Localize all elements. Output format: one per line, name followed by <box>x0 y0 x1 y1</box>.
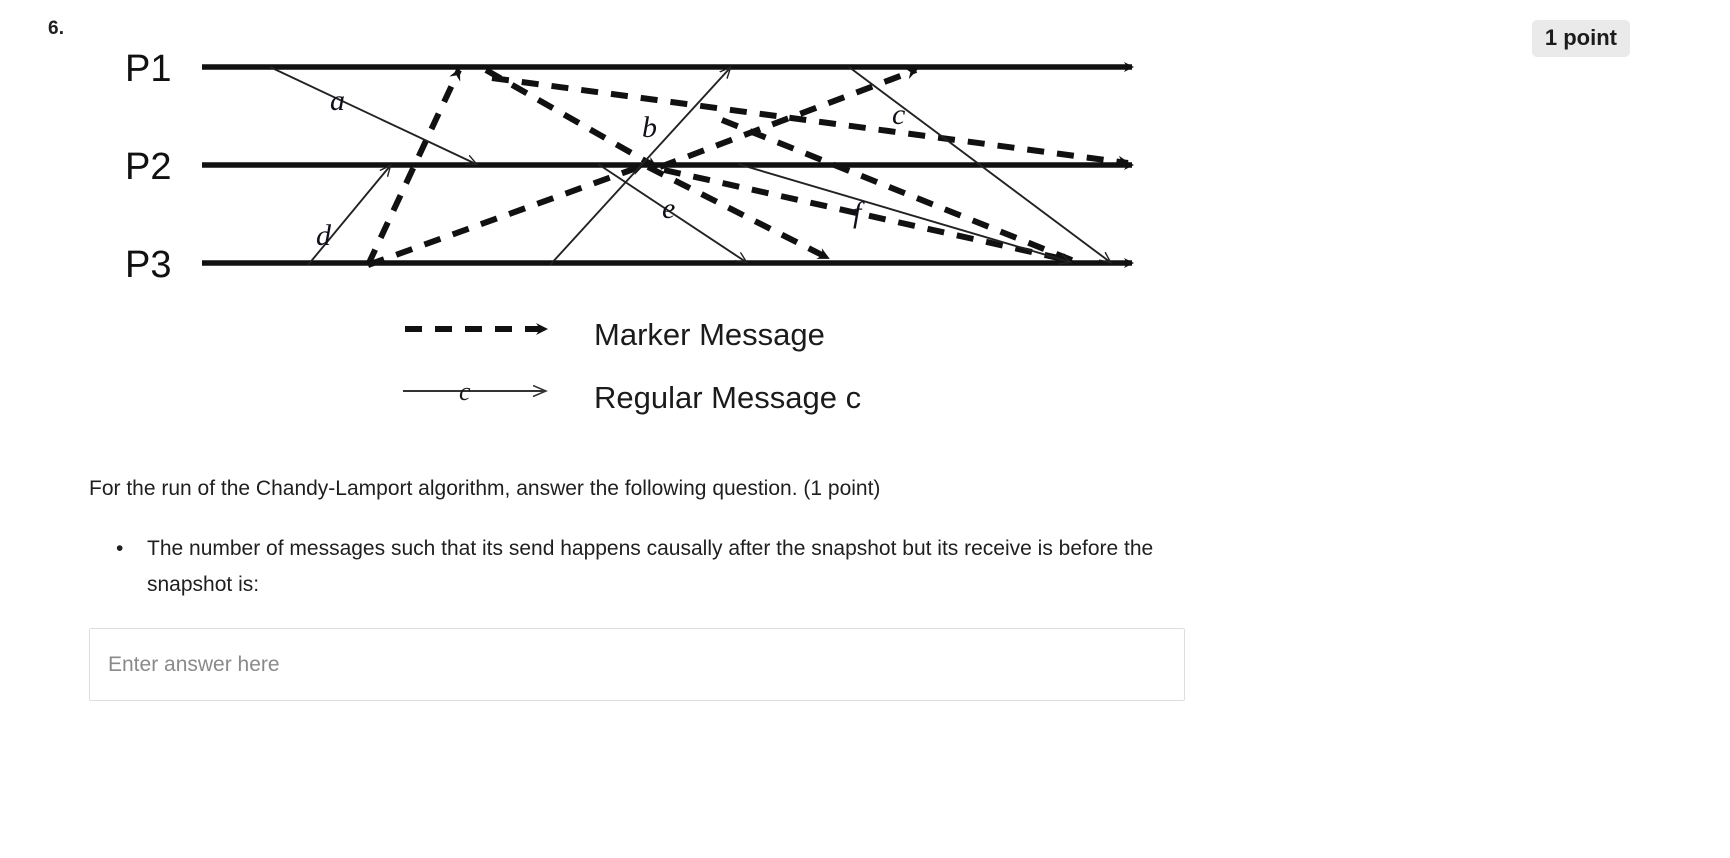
message-label-d: d <box>316 219 332 252</box>
regular-message-c <box>848 66 1110 262</box>
regular-message-e <box>597 163 746 262</box>
question-number: 6. <box>48 18 65 39</box>
marker-message-p2-p1 <box>658 67 918 170</box>
regular-message-b <box>549 68 730 266</box>
points-badge: 1 point <box>1531 20 1630 57</box>
legend-row-marker: Marker Message <box>405 317 825 352</box>
marker-message-p3-p1 <box>365 68 462 267</box>
regular-message-f <box>737 163 1070 262</box>
bullet-dot-icon: • <box>116 537 124 560</box>
process-label-p3: P3 <box>125 244 171 286</box>
marker-message-p3-p2-a <box>366 163 644 268</box>
question-prompt: For the run of the Chandy-Lamport algori… <box>89 477 881 500</box>
message-label-e: e <box>662 192 675 225</box>
marker-message-p1-p3 <box>720 117 1076 264</box>
marker-message-p2-p3-a <box>646 164 830 261</box>
process-label-p2: P2 <box>125 146 171 188</box>
message-label-b: b <box>642 111 657 144</box>
answer-input[interactable] <box>89 628 1185 701</box>
chandy-lamport-diagram: P1 P2 P3 a d b e c f Marker Message <box>0 0 1300 450</box>
bullet-text: The number of messages such that its sen… <box>147 537 1154 597</box>
legend-row-regular: c Regular Message c <box>403 377 861 415</box>
legend: Marker Message c Regular Message c <box>403 317 861 415</box>
process-label-p1: P1 <box>125 48 171 90</box>
question-bullet-list: • The number of messages such that its s… <box>110 531 1185 603</box>
marker-message-group <box>365 67 1130 268</box>
marker-message-p1-p2-a <box>484 67 658 170</box>
marker-message-p1-p2-b <box>491 75 1130 168</box>
legend-label-marker: Marker Message <box>594 317 825 352</box>
marker-message-p2-p3-b <box>663 167 1074 265</box>
legend-label-regular: Regular Message c <box>594 380 861 415</box>
legend-sample-letter-c: c <box>459 377 471 406</box>
regular-message-a <box>269 66 476 164</box>
message-label-a: a <box>330 84 345 117</box>
regular-message-d <box>307 166 390 266</box>
message-label-c: c <box>892 98 905 131</box>
regular-message-group <box>269 66 1110 266</box>
list-item: • The number of messages such that its s… <box>110 531 1185 603</box>
